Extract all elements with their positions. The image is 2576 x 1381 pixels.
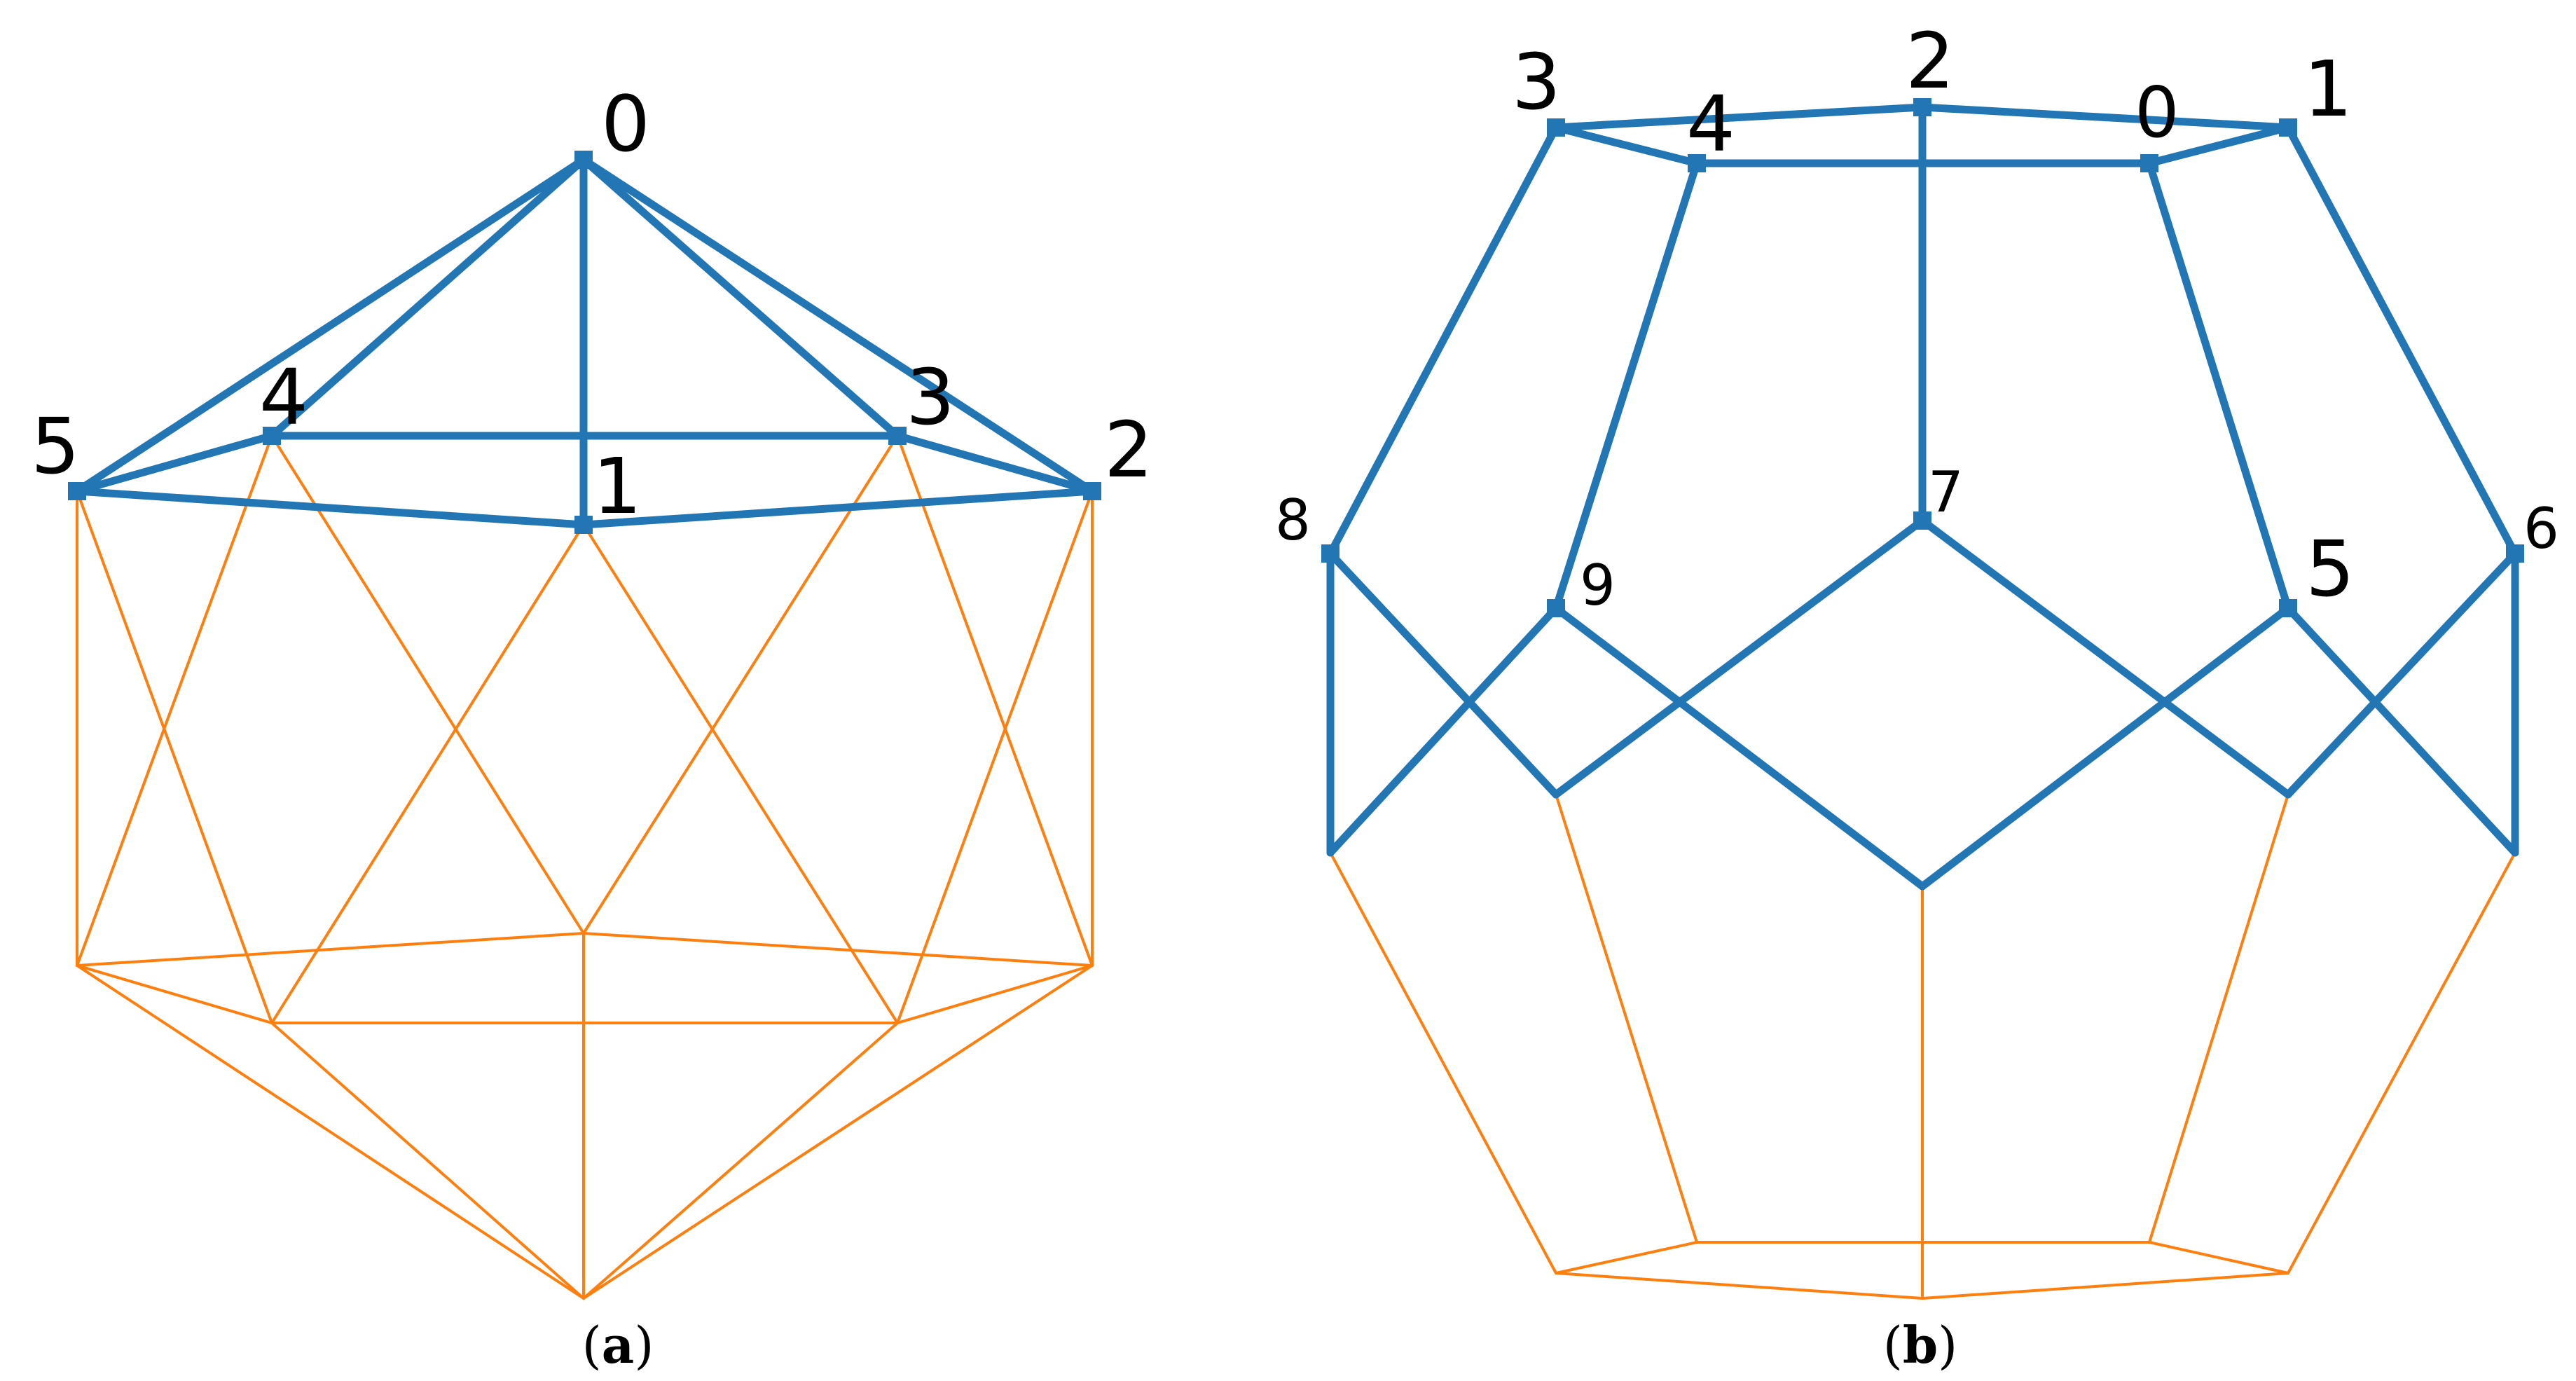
vertex-label-b-0: 0	[2135, 71, 2179, 153]
vertex-marker-a-1	[574, 516, 593, 534]
vertex-label-a-3: 3	[906, 352, 955, 442]
vertex-label-a-4: 4	[259, 352, 308, 442]
highlighted-edge-b-4	[2145, 123, 2292, 167]
hidden-edge-a-14	[896, 964, 1094, 1024]
panel-b-caption-close: )	[1938, 1316, 1957, 1375]
hidden-edge-a-16	[76, 964, 585, 1300]
vertex-label-a-2: 2	[1104, 405, 1153, 495]
vertex-label-a-0: 0	[601, 79, 650, 169]
highlighted-edge-a-3	[268, 156, 588, 440]
vertex-marker-b-0	[2140, 154, 2158, 172]
highlighted-edge-b-13	[1326, 604, 1560, 857]
panel-a-caption-letter: a	[602, 1315, 635, 1375]
hidden-edge-a-7	[896, 434, 1094, 967]
highlighted-edge-b-6	[1326, 123, 1560, 558]
vertex-marker-a-2	[1083, 482, 1101, 500]
vertex-marker-b-6	[2506, 544, 2524, 563]
hidden-edge-a-19	[582, 964, 1094, 1300]
hidden-edge-a-12	[76, 964, 273, 1024]
panel-a-vertex-markers	[68, 151, 1101, 534]
highlighted-edge-a-5	[73, 432, 276, 495]
highlighted-edge-b-14	[1552, 604, 1927, 891]
hidden-edge-b-7	[2148, 1241, 2289, 1274]
hidden-edge-a-5	[582, 523, 899, 1024]
highlighted-edge-b-1	[1918, 103, 2292, 132]
vertex-label-b-7: 7	[1928, 460, 1964, 525]
hidden-edge-b-9	[1921, 1272, 2289, 1300]
panel-a-icosahedron: 0 1 2 3 4 5 (a)	[31, 79, 1153, 1375]
highlighted-edge-b-19	[2284, 549, 2519, 799]
hidden-edge-a-6	[582, 434, 899, 935]
hidden-edge-b-8	[1555, 1272, 1924, 1300]
panel-b-vertex-labels: 0 1 2 3 4 5 6 7 8 9	[1275, 16, 2559, 618]
highlighted-edge-a-2	[579, 156, 902, 440]
highlighted-edge-a-8	[73, 487, 588, 529]
hidden-edge-a-8	[896, 490, 1094, 1024]
highlighted-edge-b-15	[1552, 516, 1927, 799]
highlighted-edge-b-9	[2284, 123, 2519, 558]
hidden-edge-a-4	[270, 523, 585, 1024]
panel-a-highlighted-edges	[73, 156, 1096, 529]
panel-b-dodecahedron: 0 1 2 3 4 5 6 7 8 9 (b)	[1275, 16, 2559, 1375]
hidden-edge-a-10	[76, 932, 585, 967]
vertex-label-b-4: 4	[1686, 79, 1735, 169]
highlighted-edge-b-8	[2145, 159, 2292, 612]
vertex-label-a-1: 1	[593, 441, 642, 531]
panel-b-highlighted-edges	[1326, 103, 2519, 891]
hidden-edge-a-11	[582, 932, 1094, 967]
hidden-edge-a-3	[270, 434, 585, 935]
vertex-marker-b-7	[1913, 511, 1931, 530]
panel-b-caption-open: (	[1883, 1316, 1903, 1375]
vertex-marker-b-2	[1913, 98, 1931, 116]
panel-b-hidden-edges	[1329, 793, 2516, 1300]
vertex-marker-a-4	[263, 427, 281, 445]
highlighted-edge-b-16	[1918, 516, 2292, 799]
hidden-edge-a-2	[76, 434, 273, 967]
panel-a-vertex-labels: 0 1 2 3 4 5	[31, 79, 1153, 531]
panel-b-caption: (b)	[1883, 1315, 1958, 1375]
vertex-marker-a-0	[574, 151, 593, 169]
highlighted-edge-b-0	[1552, 103, 1927, 132]
vertex-label-b-1: 1	[2303, 44, 2353, 134]
vertex-marker-b-4	[1688, 154, 1706, 172]
highlighted-edge-b-2	[1552, 123, 1701, 167]
highlighted-edge-b-17	[1918, 604, 2292, 891]
hidden-edge-b-4	[2287, 851, 2516, 1274]
hidden-edge-b-5	[1555, 1241, 1698, 1274]
panel-a-caption-close: )	[634, 1316, 654, 1375]
vertex-marker-b-9	[1547, 599, 1565, 617]
hidden-edge-b-0	[1329, 851, 1557, 1274]
vertex-label-b-6: 6	[2523, 496, 2559, 561]
vertex-label-b-5: 5	[2306, 524, 2355, 614]
highlighted-edge-a-4	[73, 156, 588, 495]
hidden-edge-b-1	[1555, 793, 1698, 1244]
vertex-marker-b-1	[2279, 118, 2297, 137]
highlighted-edge-b-7	[1552, 159, 1701, 612]
highlighted-edge-a-9	[579, 487, 1096, 529]
panel-a-caption-open: (	[582, 1316, 602, 1375]
highlighted-edge-a-7	[893, 432, 1096, 495]
vertex-label-b-8: 8	[1275, 488, 1311, 553]
highlighted-edge-a-1	[579, 156, 1096, 495]
highlighted-edge-b-12	[1326, 549, 1560, 799]
vertex-marker-a-5	[68, 482, 86, 500]
vertex-marker-b-3	[1547, 118, 1565, 137]
hidden-edge-a-18	[582, 1022, 899, 1300]
vertex-label-b-3: 3	[1512, 37, 1561, 127]
panel-a-caption: (a)	[582, 1315, 654, 1375]
hidden-edge-b-3	[2148, 793, 2289, 1244]
vertex-label-b-2: 2	[1906, 16, 1955, 106]
highlighted-edge-b-18	[2284, 604, 2519, 857]
hidden-edge-a-1	[76, 490, 273, 1024]
vertex-marker-a-3	[888, 427, 907, 445]
vertex-marker-b-5	[2279, 599, 2297, 617]
hidden-edge-a-17	[270, 1022, 585, 1300]
vertex-label-a-5: 5	[31, 401, 80, 491]
vertex-marker-b-8	[1321, 544, 1339, 563]
panel-b-vertex-markers	[1321, 98, 2524, 617]
vertex-label-b-9: 9	[1580, 553, 1616, 618]
panel-b-caption-letter: b	[1903, 1315, 1938, 1375]
panel-a-hidden-edges	[76, 434, 1094, 1300]
